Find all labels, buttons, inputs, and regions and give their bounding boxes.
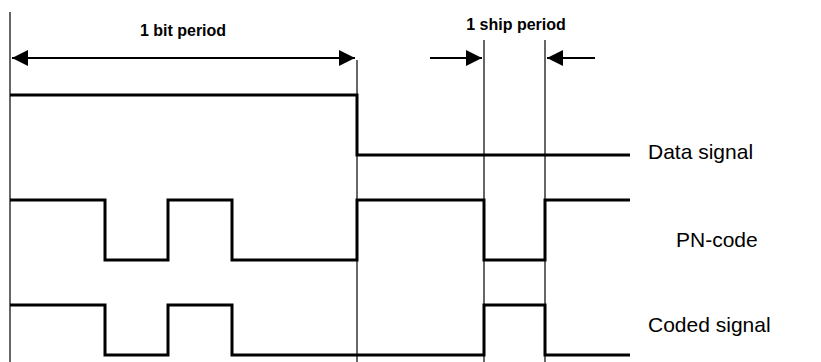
- period-label: 1 bit period: [140, 22, 226, 40]
- chip-period-arrow: [430, 57, 482, 59]
- signal-name: PN-code: [676, 228, 758, 251]
- coded-waveform: [10, 305, 630, 355]
- signal-name: Coded signal: [648, 313, 771, 336]
- bit-period-arrow: [12, 57, 355, 59]
- chip-period-arrow: [547, 57, 595, 59]
- period-divider: [9, 12, 10, 362]
- signal-name: Data signal: [648, 140, 753, 163]
- pn-code-waveform: [10, 200, 630, 260]
- period-label: 1 ship period: [466, 16, 566, 34]
- data-waveform: [10, 95, 630, 155]
